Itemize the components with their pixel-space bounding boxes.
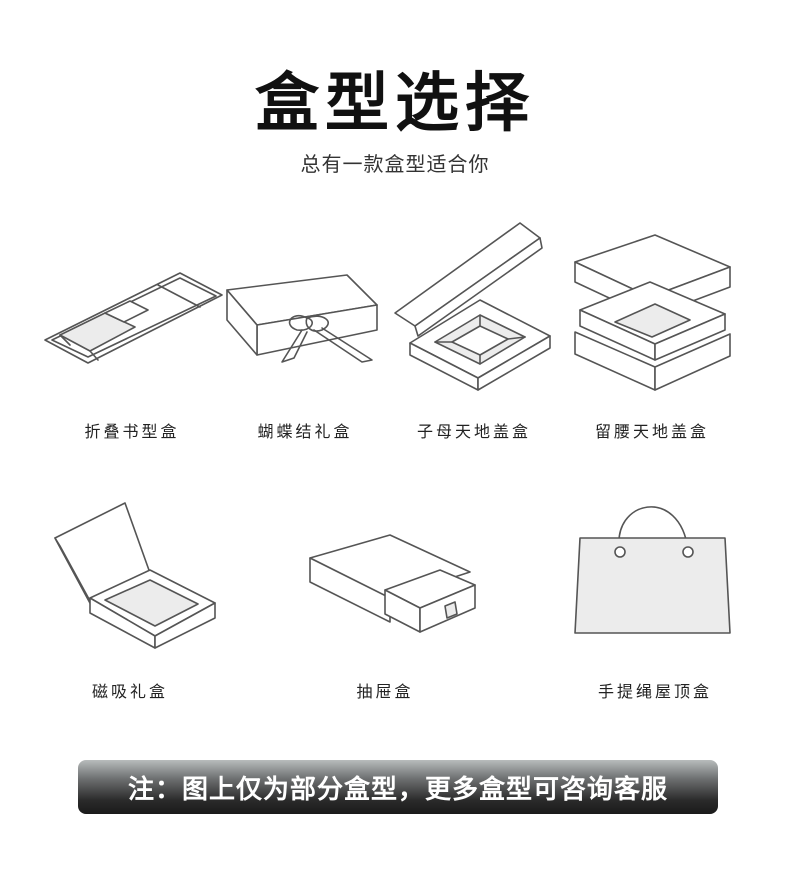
box-label: 手提绳屋顶盒 [597,682,712,701]
page-subtitle: 总有一款盒型适合你 [300,152,490,176]
box-label: 蝴蝶结礼盒 [257,422,353,441]
magnetic-gift-box-icon [54,502,216,649]
drawer-box-icon [309,534,476,633]
folding-book-box-icon [44,272,223,364]
box-label: 子母天地盖盒 [416,422,531,441]
box-label: 磁吸礼盒 [91,682,168,701]
box-label: 留腰天地盖盒 [594,422,709,441]
box-label: 折叠书型盒 [84,422,180,441]
box-label: 抽屉盒 [356,682,414,701]
box-option-magnetic-gift[interactable]: 磁吸礼盒 [50,498,220,701]
waist-lid-box-icon [574,234,731,391]
box-option-waist-lid[interactable]: 留腰天地盖盒 [570,232,735,441]
page-title: 盒型选择 [255,67,535,141]
box-option-drawer[interactable]: 抽屉盒 [305,530,480,701]
box-option-folding-book[interactable]: 折叠书型盒 [40,265,225,441]
box-option-handbag[interactable]: 手提绳屋顶盒 [570,490,735,701]
bow-gift-box-icon [226,274,378,363]
nested-lid-box-icon [394,222,551,391]
note-banner: 注：图上仅为部分盒型，更多盒型可咨询客服 [78,760,718,814]
box-option-bow-gift[interactable]: 蝴蝶结礼盒 [222,270,387,441]
handbag-box-icon [574,506,731,634]
box-option-nested-lid[interactable]: 子母天地盖盒 [390,218,555,441]
